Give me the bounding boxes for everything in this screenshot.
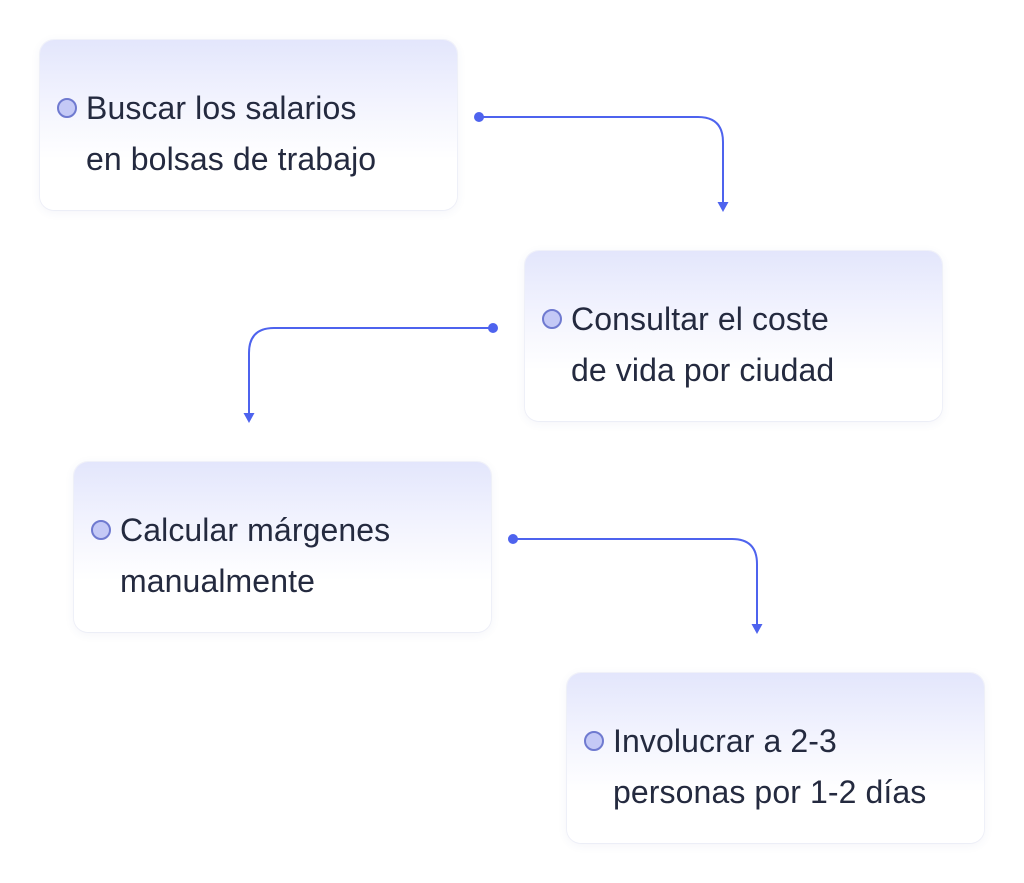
connector-1-start-dot xyxy=(474,112,484,122)
arrow-down-icon xyxy=(717,202,729,212)
arrow-down-icon xyxy=(243,413,255,423)
step-label-1: Buscar los salarios en bolsas de trabajo xyxy=(86,90,377,177)
connector-3-start-dot xyxy=(508,534,518,544)
connector-1 xyxy=(474,112,729,212)
step-label-4: Involucrar a 2-3 personas por 1-2 días xyxy=(613,723,927,810)
step-card-3: Calcular márgenes manualmente xyxy=(74,462,491,632)
step-card-1: Buscar los salarios en bolsas de trabajo xyxy=(40,40,457,210)
connector-2-start-dot xyxy=(488,323,498,333)
arrow-down-icon xyxy=(751,624,763,634)
connector-1-line xyxy=(479,116,724,203)
connector-3-line xyxy=(513,538,758,625)
circle-icon xyxy=(91,520,111,540)
connector-3 xyxy=(508,534,763,634)
circle-icon xyxy=(57,98,77,118)
circle-icon xyxy=(584,731,604,751)
step-card-2: Consultar el coste de vida por ciudad xyxy=(525,251,942,421)
step-label-2: Consultar el coste de vida por ciudad xyxy=(571,301,835,388)
connector-2 xyxy=(243,323,498,423)
connector-2-line xyxy=(248,327,493,414)
circle-icon xyxy=(542,309,562,329)
step-card-4: Involucrar a 2-3 personas por 1-2 días xyxy=(567,673,984,843)
step-label-3: Calcular márgenes manualmente xyxy=(120,512,391,599)
